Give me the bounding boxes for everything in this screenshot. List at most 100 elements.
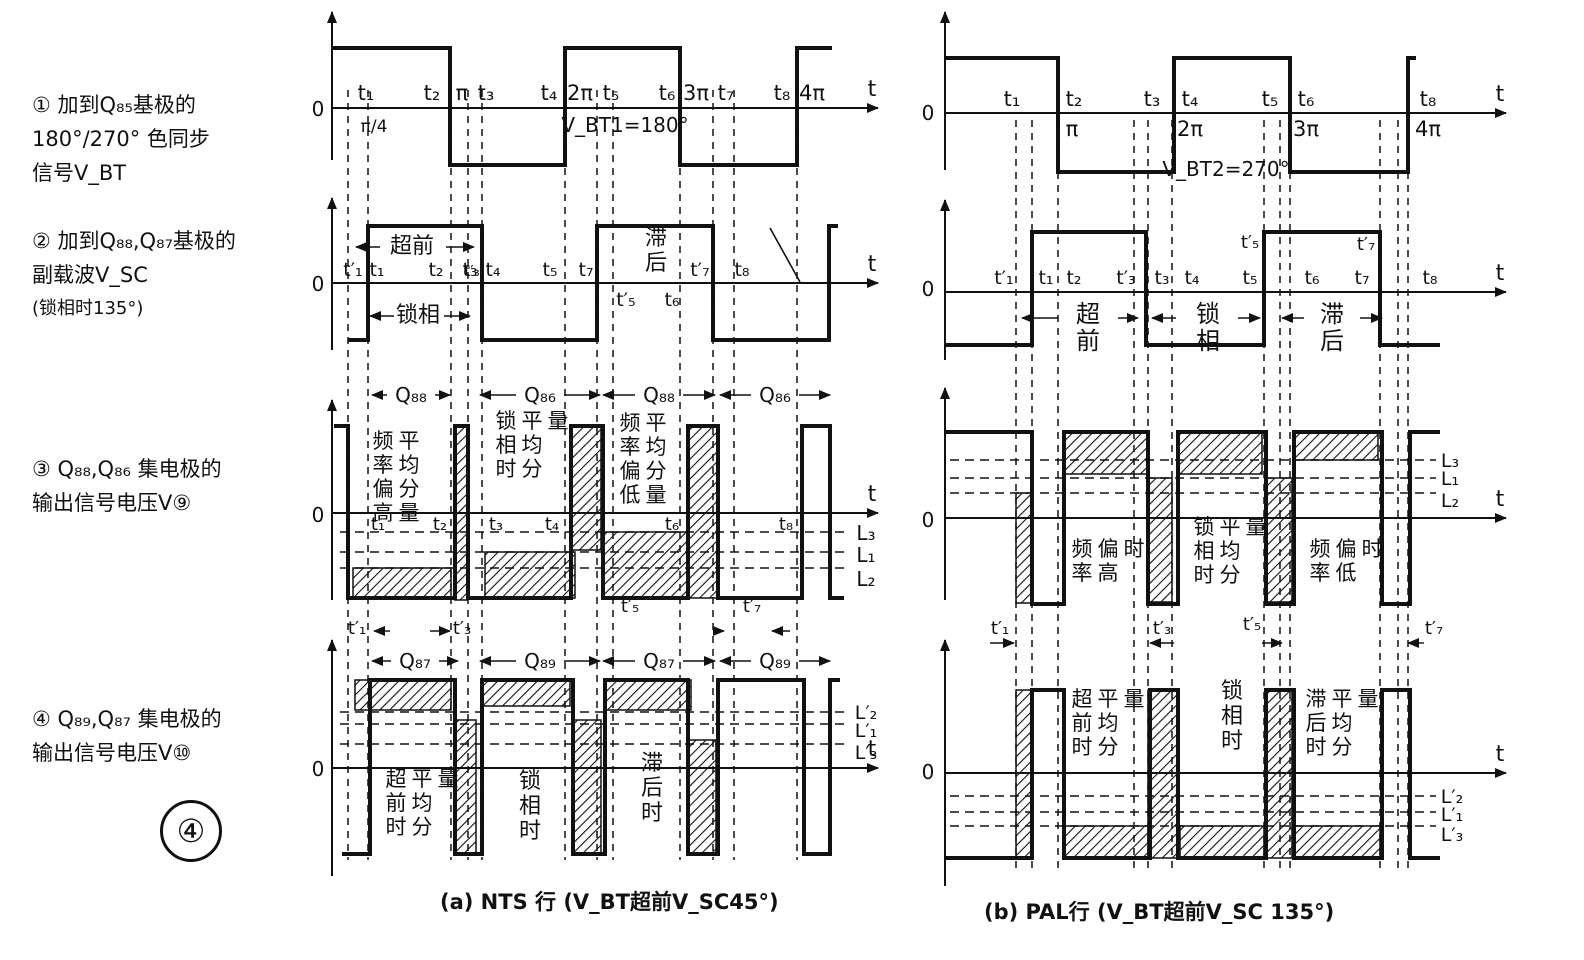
b-row3-note: 平	[1220, 515, 1241, 539]
a-row2-time-label: t₈	[734, 259, 749, 281]
a-row4-hatch	[604, 679, 692, 711]
caption-a: (a) NTS 行 (V_BT超前V_SC45°)	[440, 890, 779, 914]
b-row3-hatch	[1063, 431, 1149, 475]
a-row2-time-label: t₃	[462, 259, 477, 281]
a-row1-time-label: π	[456, 81, 469, 105]
b-row4-note: 相	[1221, 704, 1243, 729]
b-row3-note: 量	[1246, 515, 1267, 539]
b-row1-x-axis-t-label: t	[1496, 82, 1505, 107]
a-row4-note: 相	[519, 794, 541, 819]
a-row1-time-label: t₁	[358, 81, 375, 105]
row-1-label: ① 加到Q₈₅基极的 180°/270° 色同步 信号V_BT	[32, 88, 210, 190]
a-row3-note: 偏	[373, 477, 394, 501]
b-row4-note: 锁	[1221, 679, 1243, 704]
b-row4-note: 均	[1332, 711, 1353, 735]
a-row4-mark-label: t′₅	[621, 596, 639, 617]
a-row4-note: 滞	[641, 751, 663, 776]
a-row3-level-label: L₁	[856, 543, 875, 567]
b-row3-note: 低	[1336, 561, 1357, 585]
a-row2-time-label: t₄	[485, 259, 500, 281]
b-row3-note: 频	[1310, 537, 1331, 561]
a-row3-span-label: Q₈₈	[643, 383, 675, 407]
a-row4-level-label: L′₂	[855, 702, 878, 724]
b-row3-note: 均	[1220, 539, 1241, 563]
a-row4-note: 超	[386, 767, 407, 791]
b-row4-waveform	[946, 688, 1440, 860]
a-row4-waveform	[342, 678, 840, 856]
b-row1-time-label: t₂	[1066, 87, 1083, 111]
a-row4-span-label: Q₈₉	[524, 649, 556, 673]
a-row3-note: 时	[496, 457, 517, 481]
b-row4-note: 时	[1221, 729, 1243, 754]
a-row3-note: 频	[620, 411, 641, 435]
a-row3-note: 相	[496, 433, 517, 457]
b-row3-note: 高	[1098, 561, 1119, 585]
b-row2-region-label: 滞	[1320, 300, 1344, 328]
b-row2-time-label: t₅	[1242, 267, 1257, 289]
b-row2-region-label: 锁	[1196, 300, 1220, 328]
a-row4-zero: 0	[312, 757, 325, 781]
b-row1-below-label: 3π	[1293, 117, 1319, 141]
a-row1-time-label: 3π	[683, 81, 709, 105]
b-row3-note: 分	[1220, 563, 1241, 587]
row-4-label: ④ Q₈₉,Q₈₇ 集电极的 输出信号电压V⑩	[32, 702, 222, 770]
row-1-label-line: 信号V_BT	[32, 161, 127, 185]
a-row3-note: 偏	[620, 459, 641, 483]
a-row4-note: 均	[412, 791, 433, 815]
a-row2-lag-label: 后	[645, 251, 667, 276]
b-row2-time-label: t₇	[1354, 267, 1369, 289]
a-row2-waveform	[348, 224, 838, 342]
b-row3-hatch	[1265, 477, 1293, 603]
a-row4-hatch	[481, 679, 571, 707]
a-row3-note: 均	[522, 433, 543, 457]
a-row3-note: 平	[522, 409, 543, 433]
b-row1-time-label: t₅	[1262, 87, 1279, 111]
a-row2-time-label: t₁	[369, 259, 384, 281]
b-row3-note: 率	[1072, 561, 1093, 585]
b-row1-time-label: t₈	[1420, 87, 1437, 111]
b-row4-mark-label: t′₁	[991, 618, 1009, 639]
a-row2-time-label: t₆	[664, 289, 679, 311]
a-row2-time-label: t₅	[542, 259, 557, 281]
a-row1-time-label: t₆	[659, 81, 676, 105]
b-row4-note: 超	[1072, 687, 1093, 711]
a-row2-zero: 0	[312, 272, 325, 296]
b-row2-region-label: 后	[1320, 327, 1344, 355]
a-row3-hatch	[484, 551, 576, 599]
b-row1-zero: 0	[922, 101, 935, 125]
a-row3-note: 低	[620, 483, 641, 507]
a-row3-note: 量	[646, 483, 667, 507]
a-row2-time-label: t′₇	[690, 259, 709, 281]
a-row1-time-label: 2π	[567, 81, 593, 105]
a-row2-lead-label: 超前	[390, 234, 434, 259]
b-row3-level-label: L₁	[1441, 468, 1459, 490]
a-row4-span-label: Q₈₉	[759, 649, 791, 673]
b-row2-upper-label: t′₅	[1241, 232, 1259, 253]
a-row4-note: 量	[438, 767, 459, 791]
a-row4-level-label: L′₃	[855, 742, 878, 764]
b-row2-region-label: 超	[1076, 300, 1100, 328]
b-row3-note: 频	[1072, 537, 1093, 561]
b-row3-level-label: L₂	[1441, 490, 1459, 512]
row-2-label-line: (锁相时135°)	[32, 298, 144, 319]
b-row3-note: 率	[1310, 561, 1331, 585]
a-row4-level-label: L′₁	[855, 720, 878, 742]
a-row4-note: 前	[386, 791, 407, 815]
a-row4-span-label: Q₈₇	[399, 649, 431, 673]
caption-b: (b) PAL行 (V_BT超前V_SC 135°)	[984, 900, 1335, 924]
a-row2-time-label: t′₁	[343, 259, 362, 281]
b-row1-phase-note: V_BT2=270°	[1162, 157, 1289, 181]
b-row3-hatch	[1015, 492, 1033, 604]
a-row3-span-label: Q₈₆	[524, 383, 556, 407]
a-row2-pointer	[769, 227, 801, 283]
a-row3-time-label: t₃	[489, 514, 503, 535]
a-row3-note: 频	[373, 429, 394, 453]
b-row4-note: 量	[1358, 687, 1379, 711]
a-row3-note: 率	[373, 453, 394, 477]
b-row3-hatch	[1147, 477, 1173, 603]
a-row1-waveform	[333, 46, 832, 167]
b-row4-hatch	[1063, 825, 1149, 859]
a-row2-x-axis-t-label: t	[868, 252, 877, 277]
row-3-label-line: ③ Q₈₈,Q₈₆ 集电极的	[32, 457, 222, 481]
